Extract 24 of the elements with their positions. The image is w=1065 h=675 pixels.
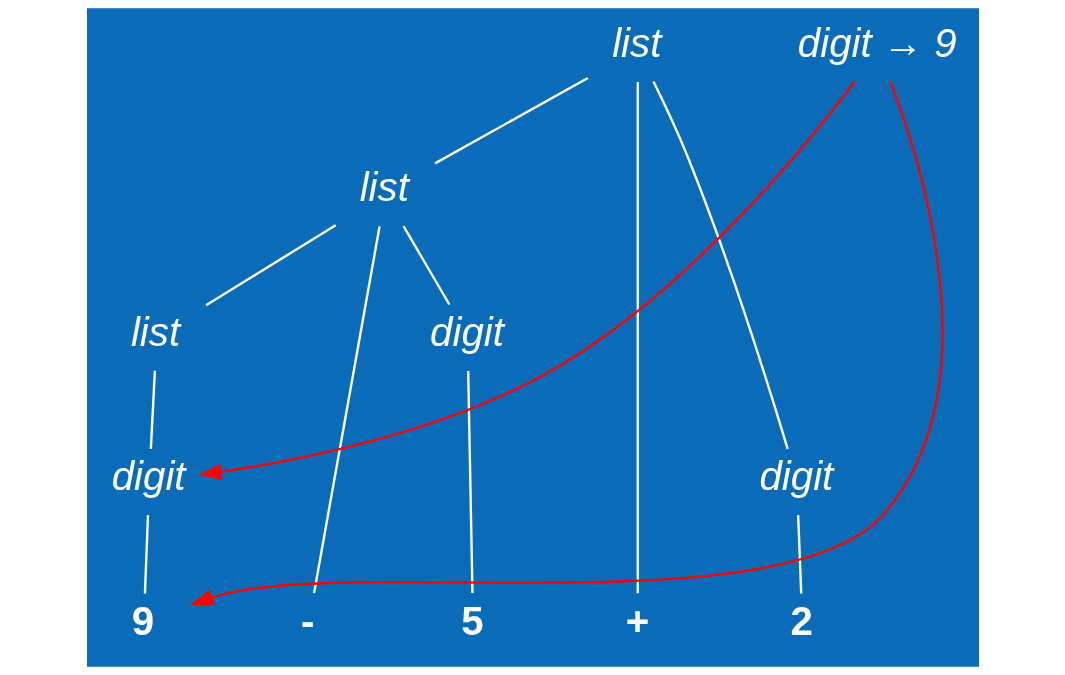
connector [402, 225, 450, 306]
connector [796, 515, 802, 594]
node-text: 9 [131, 599, 154, 645]
connector [466, 370, 474, 593]
node-text: digit [758, 454, 833, 500]
node-text: list [130, 309, 180, 355]
node-text: digit → 9 [797, 20, 957, 66]
node-text: 5 [460, 599, 484, 645]
connector [312, 226, 381, 594]
node-text: list [359, 165, 409, 211]
node-text: + [625, 599, 649, 645]
connector [636, 81, 639, 594]
arrow [197, 80, 856, 480]
connector [149, 370, 156, 450]
node-text: list [611, 20, 661, 66]
connector [651, 81, 789, 450]
node-text: - [300, 599, 314, 645]
connector [204, 224, 336, 307]
node-text: digit [111, 454, 186, 500]
connector [143, 515, 149, 594]
node-text: digit [429, 309, 504, 355]
connector [433, 77, 588, 165]
node-text: 2 [790, 599, 813, 645]
arrow [189, 81, 943, 606]
